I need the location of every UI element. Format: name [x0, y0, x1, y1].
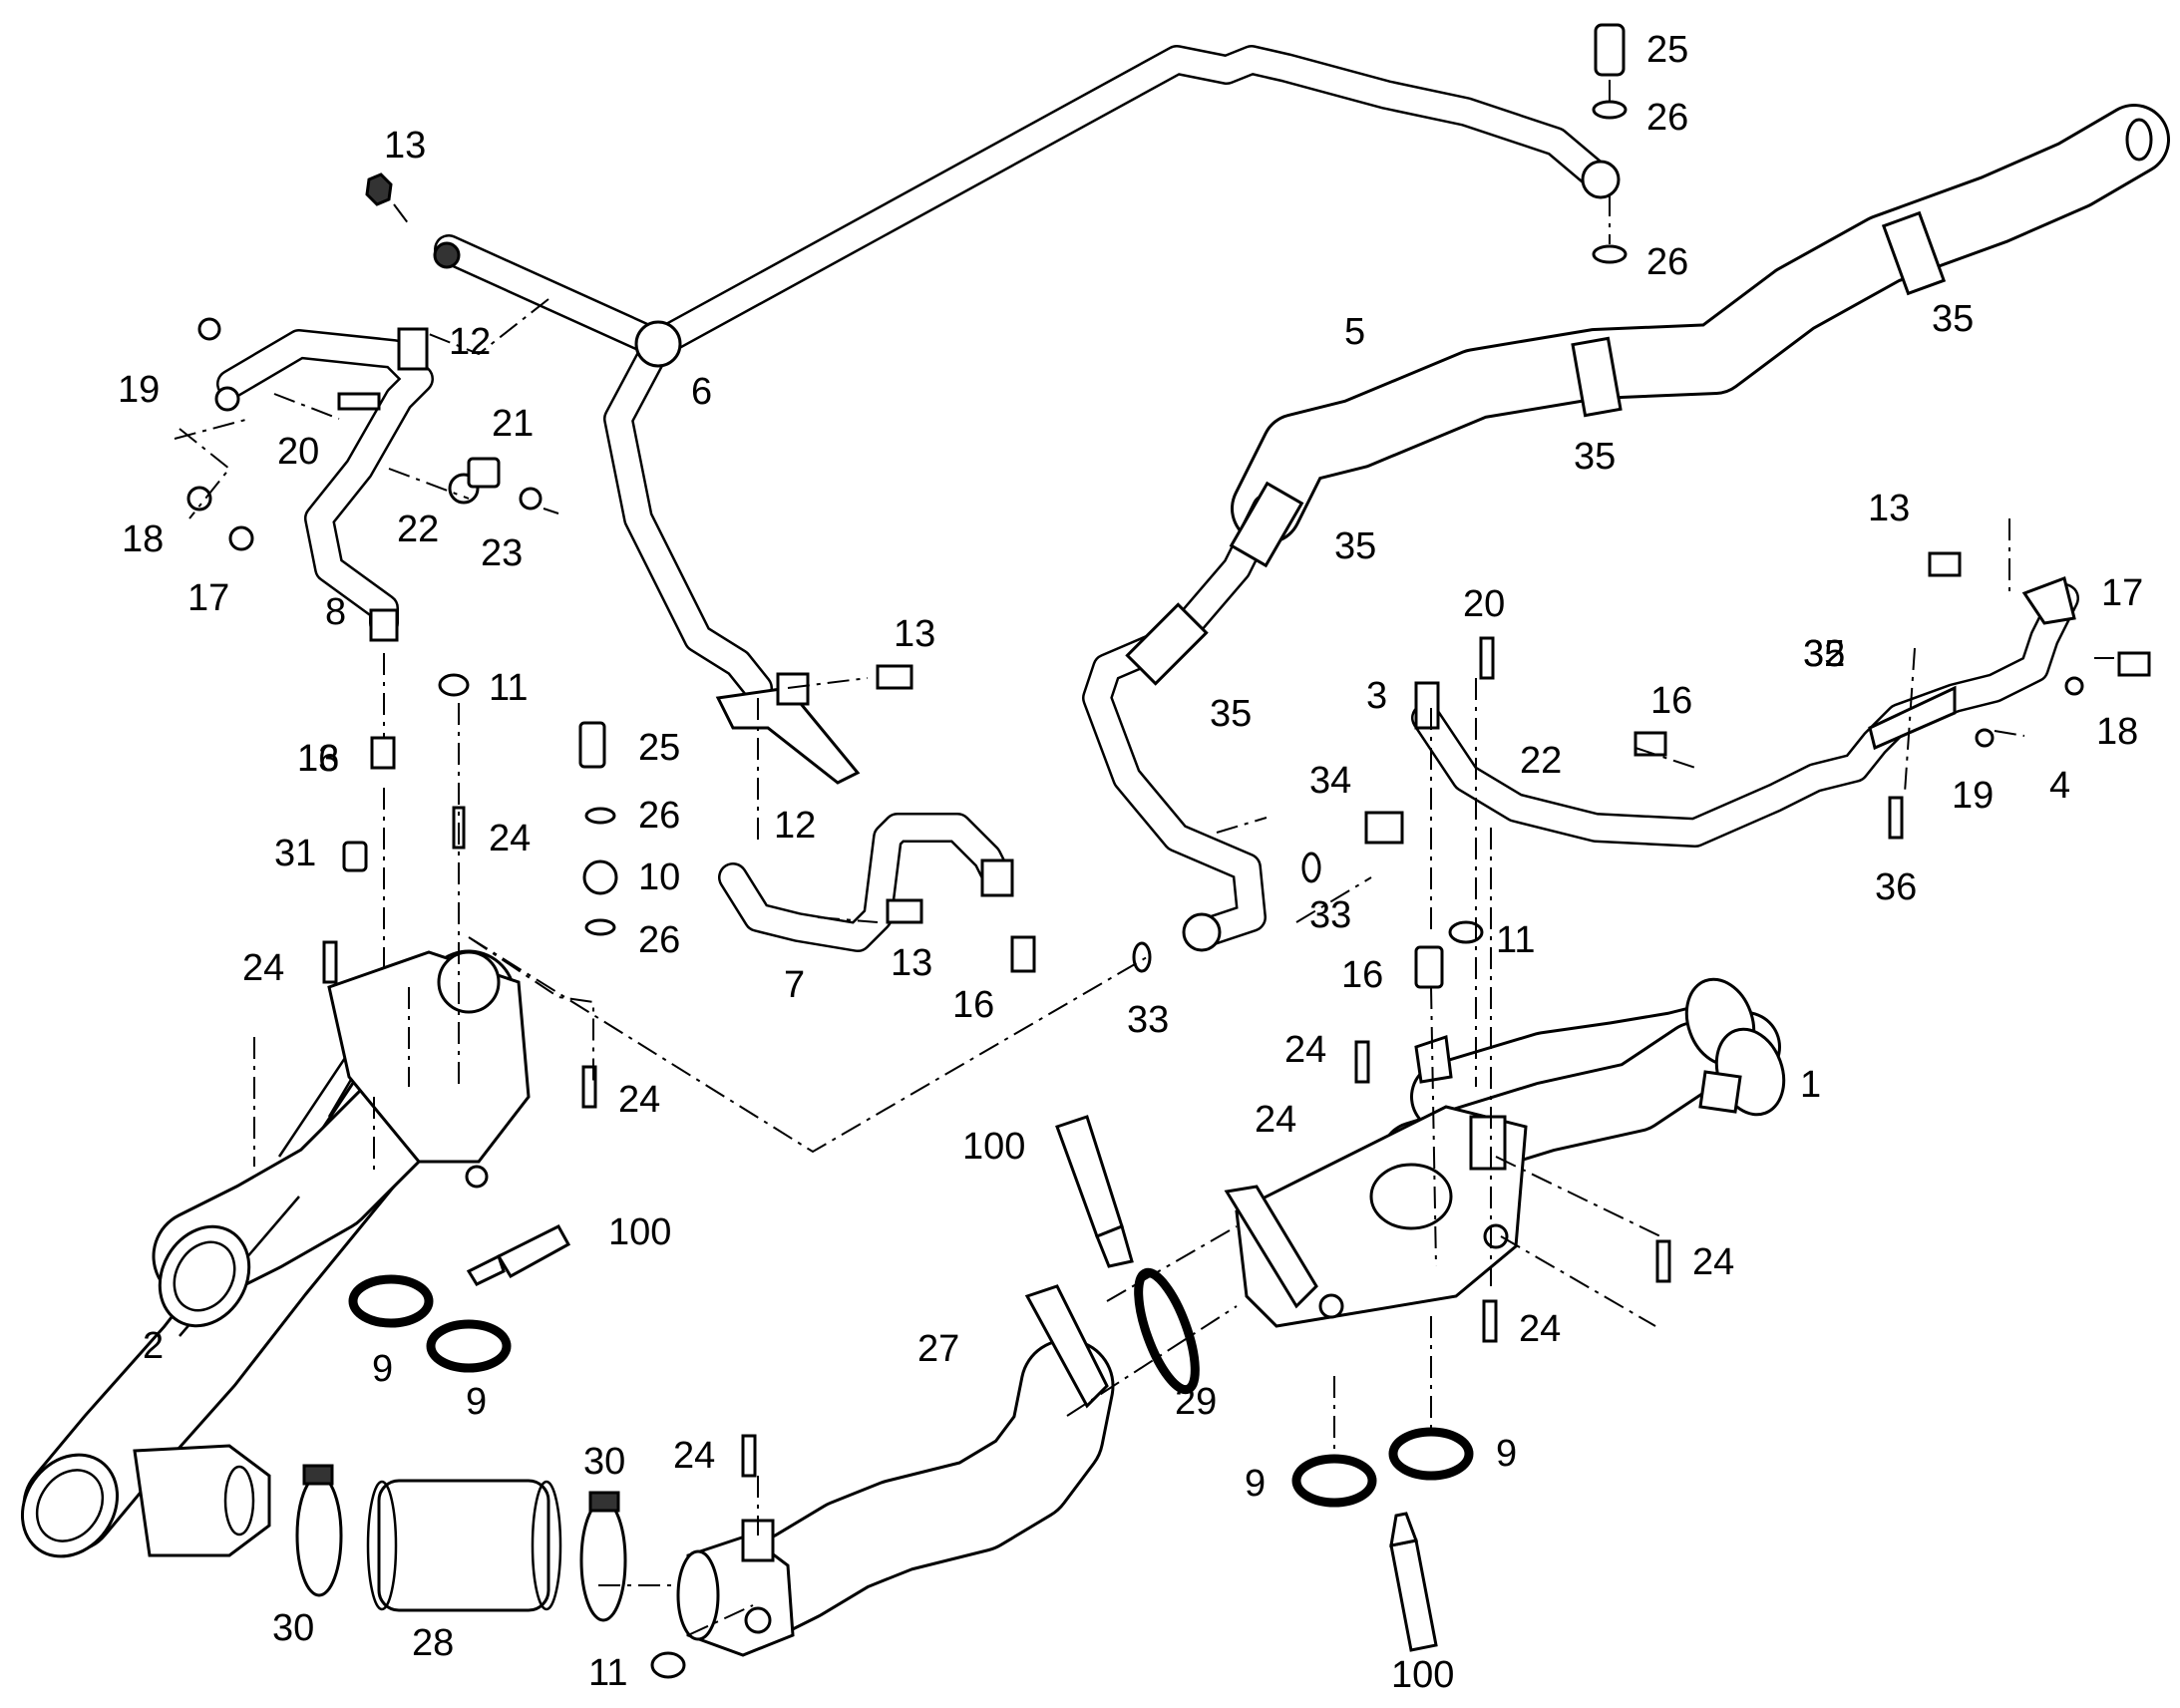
- clamp-30-right: [579, 1491, 627, 1622]
- callout-label: 9: [372, 1348, 393, 1390]
- hose-28: [366, 1479, 562, 1612]
- callout-label: 10: [638, 856, 680, 898]
- sealant-100-left: [466, 1224, 571, 1286]
- callout-label: 9: [466, 1381, 487, 1423]
- callout-label: 16: [297, 738, 339, 780]
- callout-label: 30: [583, 1441, 625, 1483]
- callout-label: 25: [1646, 29, 1688, 71]
- callout-label: 19: [1952, 775, 1994, 817]
- callout-label: 22: [397, 509, 439, 550]
- callout-label: 22: [1520, 740, 1562, 782]
- callout-label: 33: [1309, 894, 1351, 936]
- callout-label: 24: [1519, 1308, 1561, 1350]
- callout-label: 16: [1650, 680, 1692, 722]
- callout-label: 12: [774, 805, 816, 847]
- sealant-100-middle: [1055, 1115, 1134, 1268]
- callout-label: 35: [1574, 436, 1616, 478]
- callout-label: 25: [638, 727, 680, 769]
- callout-label: 100: [608, 1211, 671, 1253]
- callout-label: 16: [1341, 954, 1383, 996]
- callout-label: 24: [242, 947, 284, 989]
- callout-label: 9: [1245, 1463, 1266, 1505]
- callout-label: 5: [1344, 311, 1365, 353]
- callout-label: 24: [618, 1079, 660, 1121]
- callout-label: 23: [481, 532, 523, 574]
- callout-label: 26: [638, 795, 680, 837]
- callout-label: 11: [489, 667, 528, 709]
- callout-label: 31: [274, 833, 316, 874]
- callout-label: 100: [1391, 1654, 1454, 1696]
- coolant-pipe-2: [20, 949, 531, 1558]
- callout-label: 11: [588, 1652, 627, 1694]
- callout-label: 4: [2049, 765, 2070, 807]
- callout-label: 11: [1496, 919, 1535, 961]
- o-rings-9: [348, 1274, 1474, 1508]
- callout-label: 13: [1868, 488, 1910, 529]
- callout-label: 20: [1463, 583, 1505, 625]
- callout-label: 33: [1127, 999, 1169, 1041]
- callout-label: 1: [1800, 1064, 1821, 1106]
- callout-label: 8: [325, 591, 346, 633]
- callout-label: 28: [412, 1622, 454, 1664]
- pipe-27: [676, 1284, 1115, 1657]
- callout-label: 24: [1255, 1099, 1296, 1141]
- callout-label: 26: [638, 919, 680, 961]
- callout-label: 3: [1366, 675, 1387, 717]
- callouts: 1 2 3 4 5 6 7 8 9 9 9 9 10 11 11 11 12 1…: [118, 29, 2143, 1696]
- callout-label: 13: [384, 125, 426, 167]
- callout-label: 24: [673, 1435, 715, 1477]
- callout-label: 35: [1932, 298, 1974, 340]
- callout-label: 27: [917, 1328, 959, 1370]
- callout-label: 32: [1803, 633, 1845, 675]
- callout-label: 24: [1284, 1029, 1326, 1071]
- o-ring-29: [1134, 1267, 1200, 1395]
- callout-label: 100: [962, 1126, 1025, 1168]
- callout-label: 13: [297, 738, 339, 780]
- callout-label: 24: [1692, 1241, 1734, 1283]
- assembly-lines: [174, 80, 2114, 1636]
- manifold-1: [1224, 977, 1786, 1328]
- sealant-100-bottom: [1389, 1512, 1438, 1652]
- clamp-30-left: [295, 1464, 343, 1597]
- callout-label: 17: [2101, 572, 2143, 614]
- callout-label: 18: [2096, 711, 2138, 753]
- callout-label: 35: [1334, 525, 1376, 567]
- callout-label: 9: [1496, 1433, 1517, 1475]
- callout-label: 6: [691, 371, 712, 413]
- callout-label: 34: [1309, 760, 1351, 802]
- callout-label: 16: [952, 984, 994, 1026]
- callout-label: 13: [891, 942, 932, 984]
- callout-label: 20: [277, 431, 319, 473]
- line-6: [433, 45, 1621, 703]
- line-7: [715, 672, 1014, 952]
- callout-label: 35: [1803, 633, 1845, 675]
- callout-label: 13: [894, 613, 935, 655]
- callout-label: 18: [122, 518, 164, 560]
- callout-label: 26: [1646, 241, 1688, 283]
- line-8: [216, 327, 434, 642]
- callout-label: 7: [784, 964, 805, 1006]
- callout-label: 21: [492, 403, 534, 445]
- callout-label: 2: [143, 1325, 164, 1367]
- callout-label: 12: [449, 321, 491, 363]
- line-4: [1411, 576, 2079, 848]
- callout-label: 36: [1875, 866, 1917, 908]
- callout-label: 24: [489, 818, 531, 859]
- callout-label: 35: [1210, 693, 1252, 735]
- callout-label: 17: [187, 577, 229, 619]
- callout-label: 29: [1175, 1381, 1217, 1423]
- callout-label: 26: [1646, 97, 1688, 139]
- hose-5: [1082, 104, 2170, 952]
- callout-label: 19: [118, 369, 160, 411]
- callout-label: 30: [272, 1607, 314, 1649]
